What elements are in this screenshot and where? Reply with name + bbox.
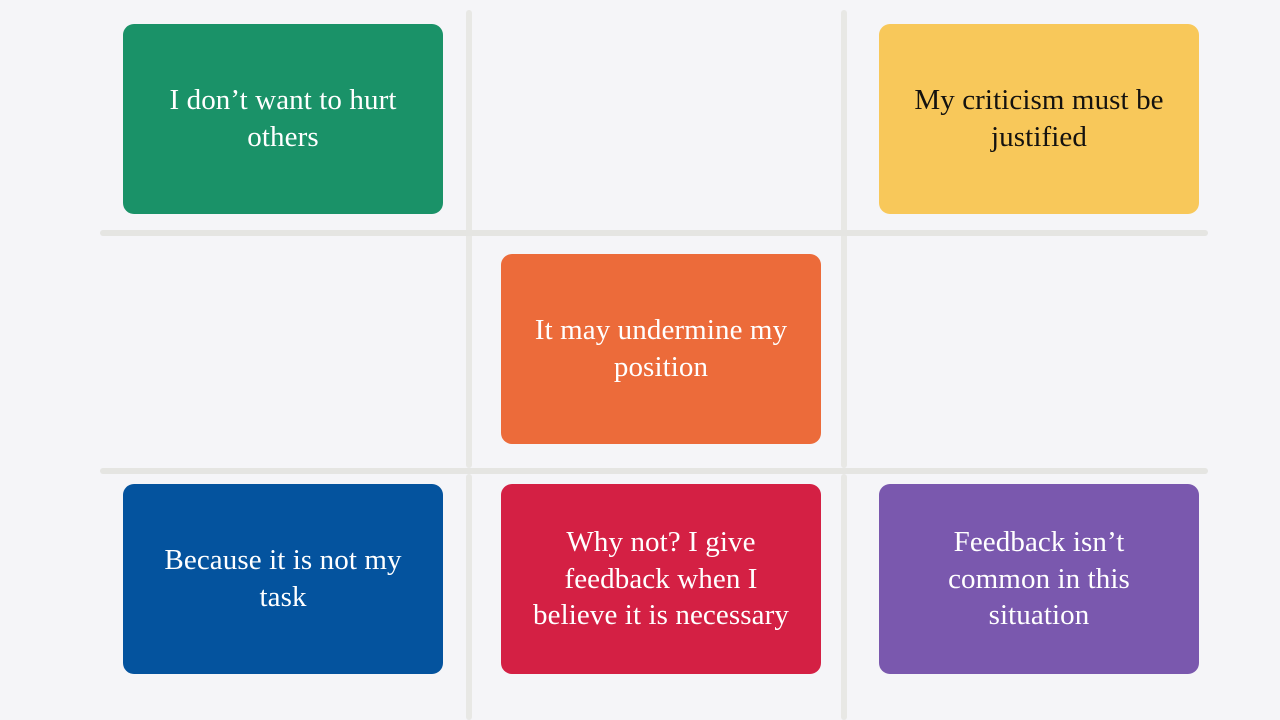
grid-cell-r1c1: I don’t want to hurt others	[100, 10, 466, 228]
grid-divider-vertical-4	[841, 474, 847, 720]
grid-cell-r3c2: Why not? I give feedback when I believe …	[478, 470, 844, 688]
grid-cell-r3c1: Because it is not my task	[100, 470, 466, 688]
grid-cell-r1c3: My criticism must be justified	[856, 10, 1222, 228]
grid-cell-r3c3: Feedback isn’t common in this situation	[856, 470, 1222, 688]
grid-divider-horizontal-1	[100, 230, 1208, 236]
grid-divider-vertical-1	[466, 10, 472, 468]
grid-divider-vertical-2	[841, 10, 847, 468]
card-label: I don’t want to hurt others	[169, 84, 397, 153]
card-label: Because it is not my task	[164, 544, 402, 613]
card-feedback-isnt-common-in-this-situation[interactable]: Feedback isn’t common in this situation	[879, 484, 1199, 674]
grid-cell-r2c1	[100, 240, 466, 458]
card-why-not-i-give-feedback-when-i-believe-it-is-necessary[interactable]: Why not? I give feedback when I believe …	[501, 484, 821, 674]
grid-cell-r2c3	[856, 240, 1222, 458]
card-label: My criticism must be justified	[914, 84, 1164, 153]
card-my-criticism-must-be-justified[interactable]: My criticism must be justified	[879, 24, 1199, 214]
grid-divider-vertical-3	[466, 474, 472, 720]
card-label: It may undermine my position	[534, 314, 788, 383]
card-label: Feedback isn’t common in this situation	[948, 526, 1130, 632]
card-because-it-is-not-my-task[interactable]: Because it is not my task	[123, 484, 443, 674]
grid-cell-r1c2	[478, 10, 844, 228]
grid-divider-horizontal-2	[100, 468, 1208, 474]
card-label: Why not? I give feedback when I believe …	[533, 526, 789, 632]
card-it-may-undermine-my-position[interactable]: It may undermine my position	[501, 254, 821, 444]
grid-cell-r2c2: It may undermine my position	[478, 240, 844, 458]
card-i-dont-want-to-hurt-others[interactable]: I don’t want to hurt others	[123, 24, 443, 214]
